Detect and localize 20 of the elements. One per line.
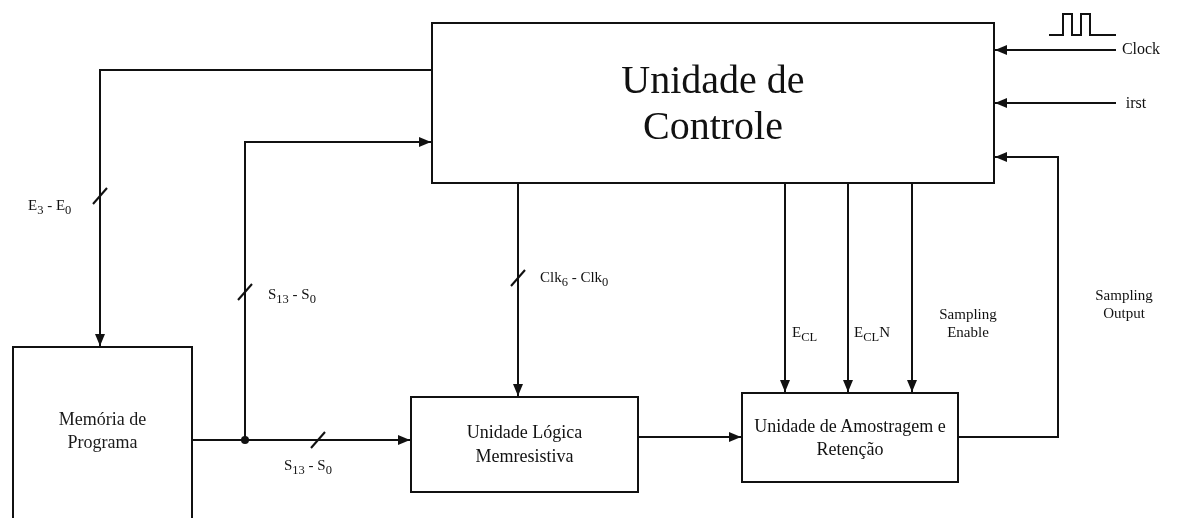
arrow (95, 69, 432, 347)
arrow (513, 183, 523, 397)
arrow (192, 435, 411, 445)
arrow (907, 183, 917, 393)
box-label: Unidade Lógica Memresistiva (465, 421, 584, 468)
signal-label: Clock (1121, 39, 1161, 59)
process-box (741, 392, 959, 483)
box-label: Memória de Programa (57, 407, 148, 454)
process-box (410, 396, 639, 493)
arrow (780, 183, 790, 393)
process-box (12, 346, 193, 518)
arrow (638, 432, 742, 442)
signal-label: irst (1125, 93, 1147, 113)
box-label: Unidade de Controle (620, 57, 806, 149)
process-box (431, 22, 995, 184)
arrow (994, 45, 1117, 55)
arrow (994, 98, 1117, 108)
box-label: Unidade de Amostragem e Retenção (753, 415, 947, 460)
arrow (958, 152, 1059, 438)
arrow (843, 183, 853, 393)
